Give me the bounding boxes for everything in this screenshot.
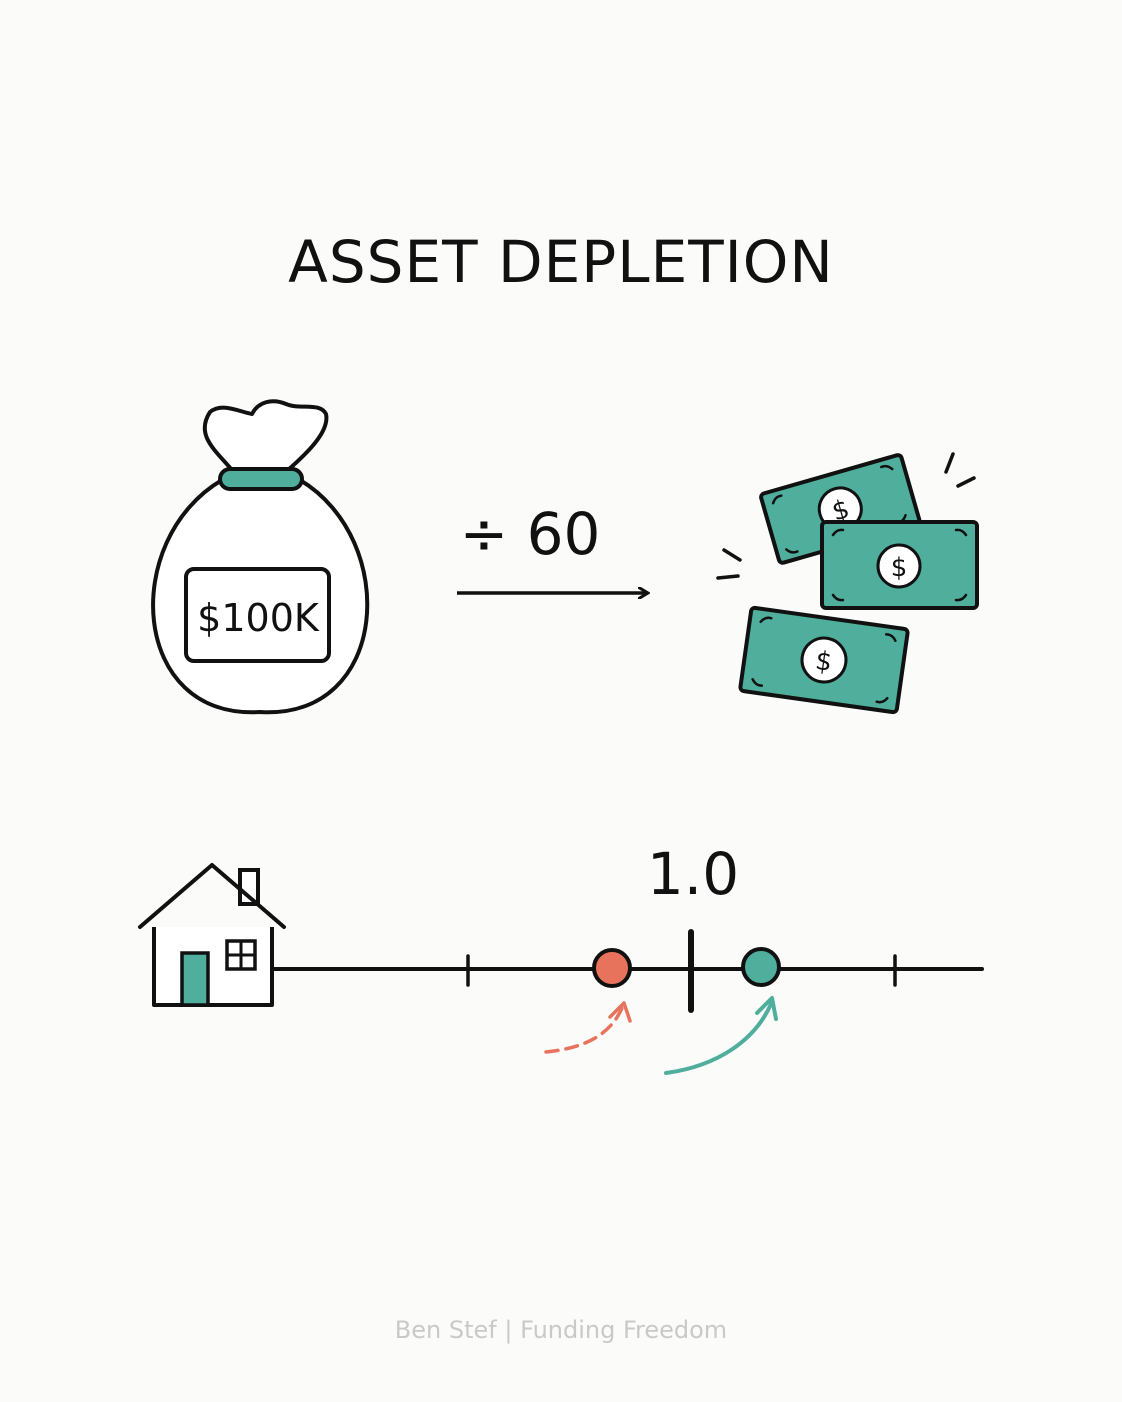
bag-amount-label: $100K [197,596,320,640]
coral-arrowhead [608,1001,632,1023]
teal-arrowhead [755,996,778,1021]
bill-icon: $ [759,453,922,565]
coral-point [592,948,632,988]
teal-point [741,947,781,987]
coral-dashed-arrow [544,1006,624,1054]
bill-symbol: $ [891,553,908,583]
house-door [180,951,210,1007]
timeline: 1.0 [270,840,984,1075]
teal-curved-arrow [664,1002,773,1075]
bill-symbol: $ [813,646,834,678]
footer-credit: Ben Stef | Funding Freedom [394,1316,728,1344]
bill-icon: $ [738,605,910,715]
bag-label-box [184,567,331,663]
house-icon [138,863,286,1007]
money-bag-icon: $100K [151,399,370,715]
bag-tie [218,467,304,491]
threshold-label: 1.0 [647,840,739,908]
divide-operation-label: ÷ 60 [460,500,601,568]
page-title: ASSET DEPLETION [288,228,834,296]
bill-icon: $ [820,520,979,610]
sparkle-lines-icon [716,452,976,580]
cash-bills-icon: $ $ $ [716,452,979,715]
